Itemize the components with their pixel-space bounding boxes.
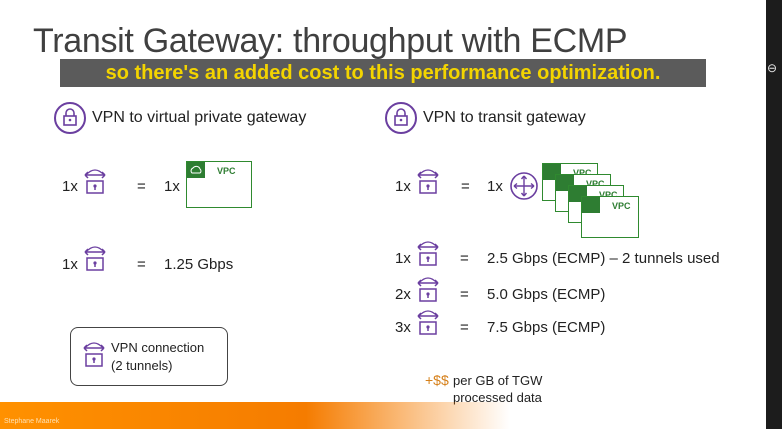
vpn-connection-icon	[415, 239, 441, 269]
left-row2-count: 1x	[62, 256, 78, 273]
right-row1-count: 1x	[395, 178, 411, 195]
right-row-value: 2.5 Gbps (ECMP) – 2 tunnels used	[487, 250, 720, 267]
right-row-count: 3x	[395, 319, 411, 336]
vpn-connection-icon	[415, 308, 441, 338]
vpn-connection-icon	[415, 275, 441, 305]
right-row1-eq: =	[461, 178, 470, 195]
circle-arrow-icon[interactable]: ⊖	[766, 61, 778, 75]
vpn-connection-icon	[82, 167, 108, 197]
cost-symbol: +$$	[425, 372, 449, 388]
lock-circle-icon	[385, 102, 417, 134]
vpc-box: VPC	[581, 196, 639, 238]
right-row-eq: =	[460, 250, 469, 267]
vpc-label: VPC	[586, 179, 605, 189]
vpn-connection-icon	[81, 340, 107, 370]
vpc-label: VPC	[599, 190, 618, 200]
right-row1-rhs-count: 1x	[487, 178, 503, 195]
right-row-value: 5.0 Gbps (ECMP)	[487, 286, 606, 303]
vpn-legend-box: VPN connection (2 tunnels)	[70, 327, 228, 386]
vpn-connection-icon	[415, 167, 441, 197]
caption-text: so there's an added cost to this perform…	[105, 62, 661, 84]
vpc-label: VPC	[217, 166, 236, 176]
right-row-eq: =	[460, 286, 469, 303]
right-row-eq: =	[460, 319, 469, 336]
right-row-count: 2x	[395, 286, 411, 303]
left-row1-rhs-count: 1x	[164, 178, 180, 195]
vpc-cloud-icon	[582, 197, 600, 213]
left-row2-eq: =	[137, 256, 146, 273]
caption-banner: so there's an added cost to this perform…	[60, 59, 706, 87]
footer-bar	[0, 402, 510, 429]
slide-title: Transit Gateway: throughput with ECMP	[33, 22, 628, 60]
author-name: Stephane Maarek	[4, 418, 60, 425]
left-row1-count: 1x	[62, 178, 78, 195]
left-row1-eq: =	[137, 178, 146, 195]
vpn-connection-icon	[82, 244, 108, 274]
legend-line1: VPN connection	[111, 340, 205, 355]
transit-gateway-icon	[509, 171, 539, 201]
side-panel	[766, 0, 782, 429]
right-row-value: 7.5 Gbps (ECMP)	[487, 319, 606, 336]
cost-line2: processed data	[453, 390, 542, 405]
slide: Transit Gateway: throughput with ECMP so…	[0, 22, 720, 429]
vpc-label: VPC	[612, 201, 631, 211]
cost-line1: per GB of TGW	[453, 373, 543, 388]
left-row2-value: 1.25 Gbps	[164, 256, 234, 273]
lock-circle-icon	[54, 102, 86, 134]
right-heading: VPN to transit gateway	[423, 109, 586, 126]
right-row-count: 1x	[395, 250, 411, 267]
vpc-box: VPC	[186, 161, 252, 208]
vpc-label: VPC	[573, 168, 592, 178]
left-heading: VPN to virtual private gateway	[92, 109, 307, 126]
legend-line2: (2 tunnels)	[111, 358, 173, 373]
vpc-cloud-icon	[187, 162, 205, 178]
